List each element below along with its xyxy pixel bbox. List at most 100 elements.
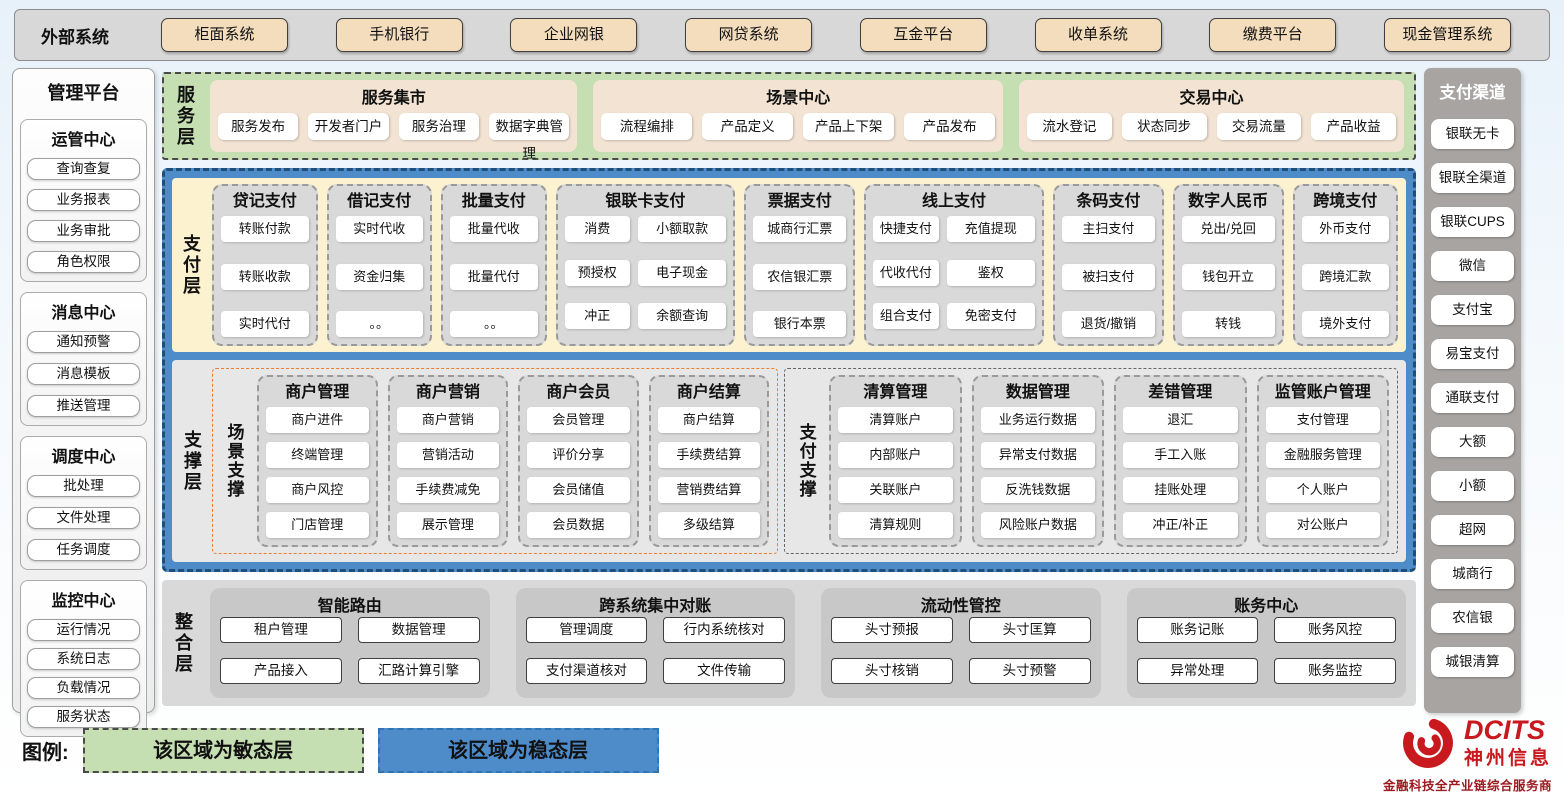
management-item-button[interactable]: 运行情况 xyxy=(27,619,140,641)
payment-item-button[interactable]: 批量代付 xyxy=(450,263,538,290)
payment-item-button[interactable]: 兑出/兑回 xyxy=(1181,216,1275,242)
service-item-button[interactable]: 产品收益 xyxy=(1311,113,1397,140)
payment-item-button[interactable]: 银行本票 xyxy=(753,311,847,337)
support-item-button[interactable]: 营销活动 xyxy=(396,442,500,468)
integration-item-button[interactable]: 租户管理 xyxy=(220,617,342,643)
support-item-button[interactable]: 金融服务管理 xyxy=(1265,442,1380,468)
integration-item-button[interactable]: 管理调度 xyxy=(525,617,648,643)
payment-item-button[interactable]: 城商行汇票 xyxy=(753,216,847,242)
payment-item-button[interactable]: 退货/撤销 xyxy=(1062,311,1155,337)
integration-item-button[interactable]: 汇路计算引擎 xyxy=(357,658,480,684)
payment-item-button[interactable]: 实时代付 xyxy=(221,311,309,337)
support-item-button[interactable]: 对公账户 xyxy=(1265,512,1380,538)
integration-item-button[interactable]: 头寸核销 xyxy=(831,658,953,684)
external-system-button[interactable]: 柜面系统 xyxy=(161,18,288,52)
support-item-button[interactable]: 异常支付数据 xyxy=(980,442,1096,468)
payment-channel-button[interactable]: 银联CUPS xyxy=(1431,206,1514,237)
payment-channel-button[interactable]: 城商行 xyxy=(1431,558,1514,589)
payment-item-button[interactable]: 组合支付 xyxy=(873,303,939,330)
payment-item-button[interactable]: 预授权 xyxy=(564,259,630,286)
management-item-button[interactable]: 角色权限 xyxy=(27,251,140,273)
payment-channel-button[interactable]: 微信 xyxy=(1431,250,1514,281)
management-item-button[interactable]: 文件处理 xyxy=(27,507,140,529)
external-system-button[interactable]: 互金平台 xyxy=(859,18,987,52)
service-item-button[interactable]: 交易流量 xyxy=(1216,113,1302,140)
external-system-button[interactable]: 现金管理系统 xyxy=(1383,18,1511,52)
payment-channel-button[interactable]: 银联无卡 xyxy=(1431,118,1514,149)
payment-channel-button[interactable]: 城银清算 xyxy=(1431,646,1514,677)
support-item-button[interactable]: 商户营销 xyxy=(396,407,500,433)
support-item-button[interactable]: 会员数据 xyxy=(527,512,630,538)
payment-item-button[interactable]: 代收代付 xyxy=(873,259,939,286)
service-item-button[interactable]: 产品上下架 xyxy=(803,113,895,140)
support-item-button[interactable]: 反洗钱数据 xyxy=(980,477,1096,503)
support-item-button[interactable]: 手续费减免 xyxy=(396,477,500,503)
management-item-button[interactable]: 消息模板 xyxy=(27,363,140,385)
payment-item-button[interactable]: 。。 xyxy=(450,311,538,337)
payment-item-button[interactable]: 消费 xyxy=(564,216,630,242)
support-item-button[interactable]: 支付管理 xyxy=(1265,407,1380,433)
integration-item-button[interactable]: 异常处理 xyxy=(1136,658,1259,684)
payment-item-button[interactable]: 被扫支付 xyxy=(1062,263,1155,290)
management-item-button[interactable]: 任务调度 xyxy=(27,539,140,561)
support-item-button[interactable]: 关联账户 xyxy=(838,477,953,503)
service-item-button[interactable]: 产品定义 xyxy=(702,113,794,140)
payment-item-button[interactable]: 。。 xyxy=(335,311,423,337)
support-item-button[interactable]: 终端管理 xyxy=(266,442,369,468)
support-item-button[interactable]: 清算账户 xyxy=(838,407,953,433)
management-item-button[interactable]: 业务报表 xyxy=(27,189,140,211)
support-item-button[interactable]: 内部账户 xyxy=(838,442,953,468)
external-system-button[interactable]: 手机银行 xyxy=(335,18,463,52)
payment-channel-button[interactable]: 超网 xyxy=(1431,514,1514,545)
payment-channel-button[interactable]: 支付宝 xyxy=(1431,294,1514,325)
support-item-button[interactable]: 商户结算 xyxy=(657,407,761,433)
payment-item-button[interactable]: 小额取款 xyxy=(637,216,727,242)
integration-item-button[interactable]: 账务风控 xyxy=(1274,617,1396,643)
support-item-button[interactable]: 商户进件 xyxy=(266,407,369,433)
integration-item-button[interactable]: 产品接入 xyxy=(220,658,342,684)
payment-item-button[interactable]: 钱包开立 xyxy=(1181,263,1275,290)
support-item-button[interactable]: 营销费结算 xyxy=(657,477,761,503)
management-item-button[interactable]: 业务审批 xyxy=(27,220,140,242)
service-item-button[interactable]: 流水登记 xyxy=(1027,113,1112,140)
payment-item-button[interactable]: 主扫支付 xyxy=(1062,216,1155,242)
support-item-button[interactable]: 手续费结算 xyxy=(657,442,761,468)
payment-channel-button[interactable]: 大额 xyxy=(1431,426,1514,457)
support-item-button[interactable]: 冲正/补正 xyxy=(1123,512,1238,538)
payment-item-button[interactable]: 转钱 xyxy=(1181,311,1275,337)
external-system-button[interactable]: 缴费平台 xyxy=(1209,18,1337,52)
management-item-button[interactable]: 查询查复 xyxy=(27,158,140,180)
integration-item-button[interactable]: 账务记账 xyxy=(1136,617,1259,643)
payment-item-button[interactable]: 免密支付 xyxy=(946,303,1035,330)
support-item-button[interactable]: 商户风控 xyxy=(266,477,369,503)
support-item-button[interactable]: 会员储值 xyxy=(527,477,630,503)
payment-item-button[interactable]: 电子现金 xyxy=(637,259,727,286)
support-item-button[interactable]: 评价分享 xyxy=(527,442,630,468)
payment-item-button[interactable]: 余额查询 xyxy=(637,303,727,330)
payment-item-button[interactable]: 跨境汇款 xyxy=(1301,263,1389,290)
integration-item-button[interactable]: 头寸预警 xyxy=(968,658,1091,684)
service-item-button[interactable]: 服务治理 xyxy=(398,113,480,140)
external-system-button[interactable]: 企业网银 xyxy=(510,18,638,52)
integration-item-button[interactable]: 支付渠道核对 xyxy=(525,658,648,684)
integration-item-button[interactable]: 账务监控 xyxy=(1274,658,1396,684)
payment-channel-button[interactable]: 小额 xyxy=(1431,470,1514,501)
payment-item-button[interactable]: 农信银汇票 xyxy=(753,263,847,290)
payment-item-button[interactable]: 冲正 xyxy=(564,303,630,330)
support-item-button[interactable]: 会员管理 xyxy=(527,407,630,433)
management-item-button[interactable]: 服务状态 xyxy=(27,706,140,728)
support-item-button[interactable]: 手工入账 xyxy=(1123,442,1238,468)
integration-item-button[interactable]: 文件传输 xyxy=(663,658,785,684)
integration-item-button[interactable]: 行内系统核对 xyxy=(663,617,785,643)
service-item-button[interactable]: 状态同步 xyxy=(1121,113,1207,140)
payment-item-button[interactable]: 批量代收 xyxy=(450,216,538,242)
service-item-button[interactable]: 数据字典管理 xyxy=(489,113,570,161)
support-item-button[interactable]: 门店管理 xyxy=(266,512,369,538)
management-item-button[interactable]: 负载情况 xyxy=(27,677,140,699)
payment-item-button[interactable]: 转账付款 xyxy=(221,216,309,242)
payment-channel-button[interactable]: 易宝支付 xyxy=(1431,338,1514,369)
payment-item-button[interactable]: 外币支付 xyxy=(1301,216,1389,242)
service-item-button[interactable]: 服务发布 xyxy=(218,113,299,140)
payment-item-button[interactable]: 转账收款 xyxy=(221,263,309,290)
support-item-button[interactable]: 业务运行数据 xyxy=(980,407,1096,433)
